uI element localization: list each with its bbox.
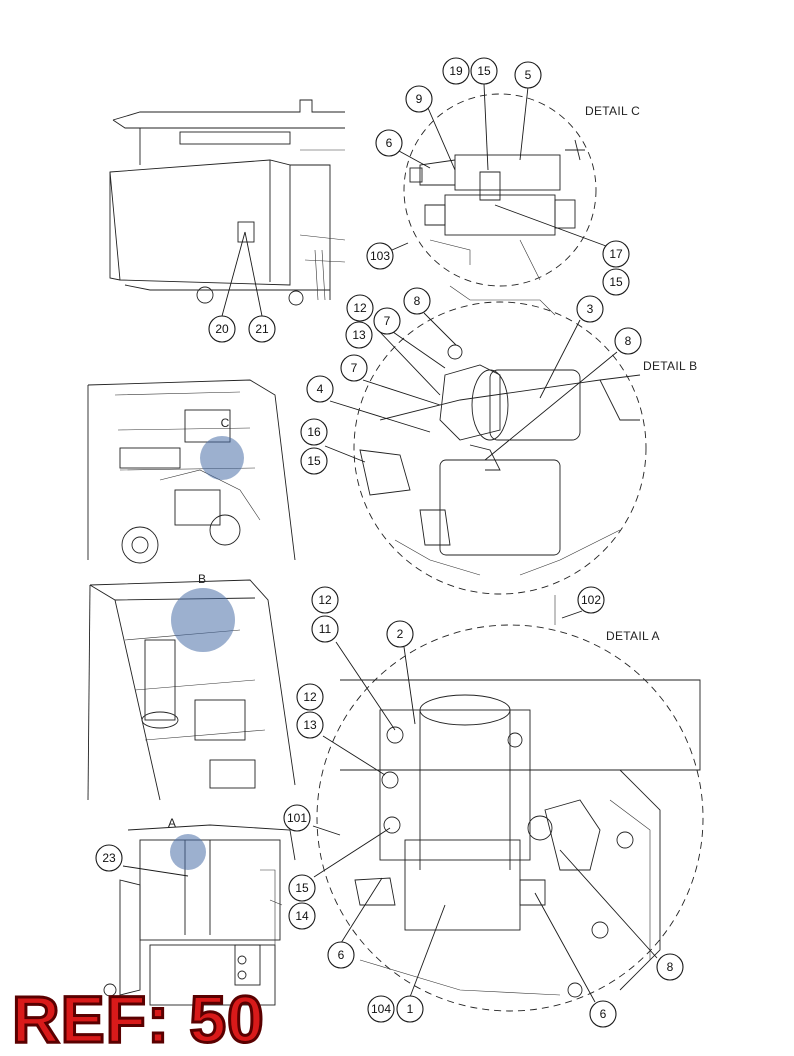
- callout-b-8: 8: [403, 287, 431, 315]
- detail-c-title: DETAIL C: [585, 104, 640, 118]
- callout-b-12: 12: [346, 294, 374, 322]
- svg-text:11: 11: [319, 622, 332, 636]
- callout-b-3: 3: [576, 295, 604, 323]
- svg-text:23: 23: [102, 851, 116, 865]
- svg-text:12: 12: [303, 690, 317, 704]
- svg-text:6: 6: [600, 1007, 607, 1021]
- overview-engine-c: [87, 379, 296, 564]
- detail-a-view: [316, 624, 704, 1012]
- svg-text:6: 6: [386, 136, 393, 150]
- overview-engine-b: [87, 579, 296, 801]
- callout-a-8: 8: [656, 953, 684, 981]
- callout-c-103: 103: [366, 242, 394, 270]
- callout-b-4: 4: [306, 375, 334, 403]
- svg-text:14: 14: [295, 909, 309, 923]
- overview-housing: [109, 99, 346, 306]
- svg-text:7: 7: [351, 361, 358, 375]
- callout-c-5: 5: [514, 61, 542, 89]
- svg-text:8: 8: [667, 960, 674, 974]
- callout-c-15b: 15: [602, 268, 630, 296]
- detail-b-view: [353, 301, 647, 595]
- detail-a-title: DETAIL A: [606, 629, 660, 643]
- callout-a-12: 12: [311, 586, 339, 614]
- overview-engine-a: [103, 824, 296, 1006]
- callout-b-7: 7: [373, 307, 401, 335]
- callout-c-15: 15: [470, 57, 498, 85]
- callout-a-1: 1: [396, 995, 424, 1023]
- svg-text:13: 13: [303, 718, 317, 732]
- svg-text:102: 102: [581, 593, 601, 607]
- svg-text:9: 9: [416, 92, 423, 106]
- svg-text:101: 101: [287, 811, 307, 825]
- svg-text:15: 15: [609, 275, 623, 289]
- callout-a-6b: 6: [589, 1000, 617, 1028]
- view-letter-c: C: [221, 416, 230, 430]
- svg-text:17: 17: [609, 247, 623, 261]
- callout-c-17: 17: [602, 240, 630, 268]
- callout-c-19: 19: [442, 57, 470, 85]
- callout-a-11: 11: [311, 615, 339, 643]
- callout-a-102: 102: [577, 586, 605, 614]
- svg-text:15: 15: [477, 64, 491, 78]
- svg-text:6: 6: [338, 948, 345, 962]
- leader-lines: [122, 83, 658, 1003]
- svg-text:8: 8: [625, 334, 632, 348]
- callout-a-14: 14: [288, 902, 316, 930]
- detail-connector: [449, 285, 556, 316]
- detail-b-title: DETAIL B: [643, 359, 697, 373]
- callout-b-15: 15: [300, 447, 328, 475]
- svg-text:12: 12: [318, 593, 332, 607]
- svg-text:21: 21: [255, 322, 269, 336]
- svg-text:104: 104: [371, 1002, 391, 1016]
- callout-b-8b: 8: [614, 327, 642, 355]
- svg-text:7: 7: [384, 314, 391, 328]
- svg-text:5: 5: [525, 68, 532, 82]
- svg-text:4: 4: [317, 382, 324, 396]
- callout-a-13: 13: [296, 711, 324, 739]
- callout-20: 20: [208, 315, 236, 343]
- callout-21: 21: [248, 315, 276, 343]
- callout-b-13: 13: [345, 321, 373, 349]
- svg-text:20: 20: [215, 322, 229, 336]
- svg-text:8: 8: [414, 294, 421, 308]
- callout-c-6: 6: [375, 129, 403, 157]
- view-letter-b: B: [198, 572, 206, 586]
- svg-text:2: 2: [397, 627, 404, 641]
- callout-c-9: 9: [405, 85, 433, 113]
- callout-b-7b: 7: [340, 354, 368, 382]
- callout-a-104: 104: [367, 995, 395, 1023]
- callout-a-12b: 12: [296, 683, 324, 711]
- svg-text:16: 16: [307, 425, 321, 439]
- callout-a-2: 2: [386, 620, 414, 648]
- svg-text:19: 19: [449, 64, 463, 78]
- callout-a-15: 15: [288, 874, 316, 902]
- callout-23: 23: [95, 844, 123, 872]
- svg-text:103: 103: [370, 249, 390, 263]
- callout-a-101: 101: [283, 804, 311, 832]
- svg-text:3: 3: [587, 302, 594, 316]
- svg-text:1: 1: [407, 1002, 414, 1016]
- svg-text:13: 13: [352, 328, 366, 342]
- callout-b-16: 16: [300, 418, 328, 446]
- callout-a-6: 6: [327, 941, 355, 969]
- detail-c-view: [403, 93, 597, 287]
- svg-text:15: 15: [307, 454, 321, 468]
- svg-text:12: 12: [353, 301, 367, 315]
- svg-text:15: 15: [295, 881, 309, 895]
- ref-label: REF: 50: [11, 982, 266, 1056]
- view-letter-a: A: [168, 816, 176, 830]
